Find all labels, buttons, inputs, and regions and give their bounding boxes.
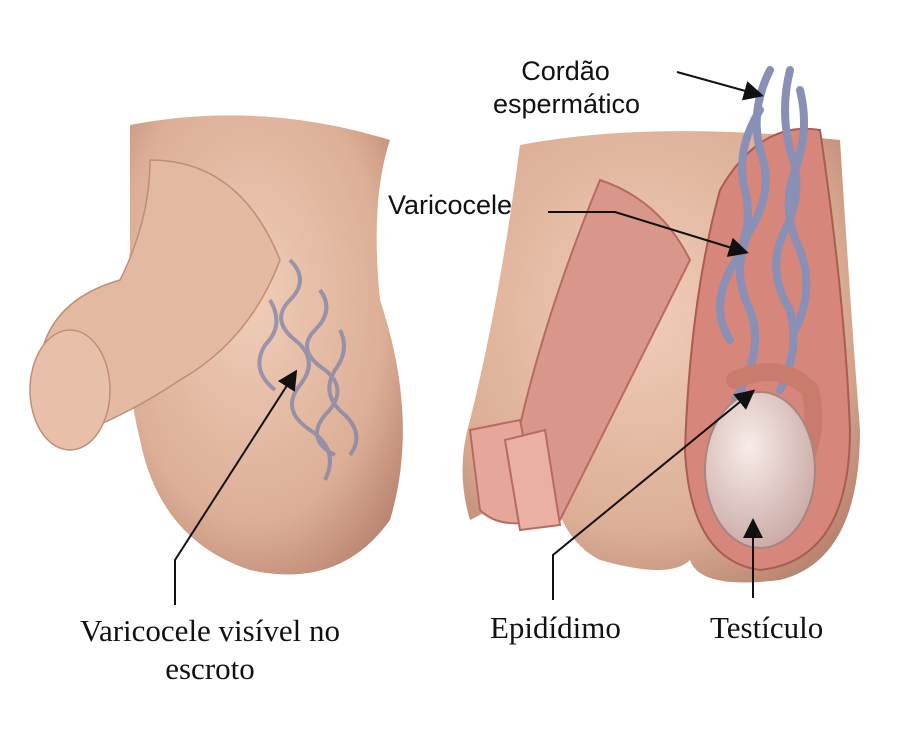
dilated-veins	[716, 66, 811, 404]
leader-lines	[174, 71, 764, 605]
corpus-section-2	[503, 428, 562, 532]
external-view	[29, 115, 403, 575]
testicle-shape	[704, 391, 816, 549]
label-spermatic-cord-text: Cordão espermático	[493, 56, 641, 119]
label-epididymis: Epidídimo	[490, 610, 621, 645]
cross-section-view	[462, 66, 860, 583]
label-spermatic-cord: Cordão espermático	[493, 55, 641, 121]
label-varicocele: Varicocele	[388, 190, 513, 220]
glans	[29, 329, 111, 451]
label-visible-varicocele: Varicocele visível no escroto	[80, 613, 340, 686]
label-testicle: Testículo	[710, 610, 824, 645]
visible-veins	[257, 258, 359, 481]
